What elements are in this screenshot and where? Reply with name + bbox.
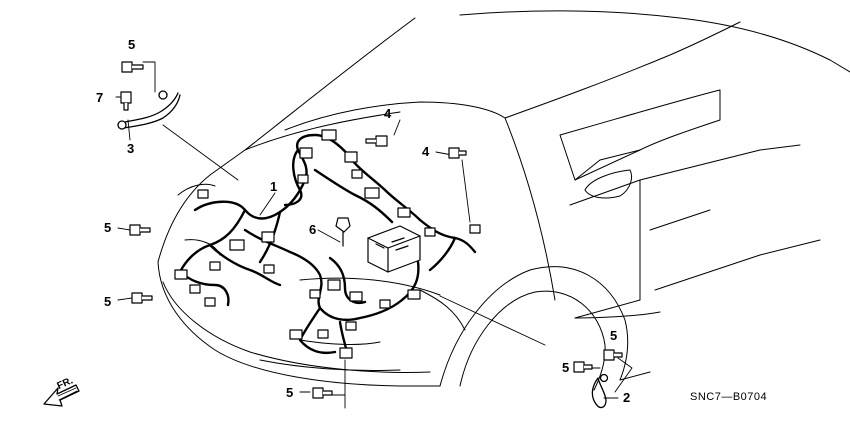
bolts xyxy=(120,61,623,399)
bolt-5-right-b xyxy=(573,361,593,373)
diagram-code: SNC7—B0704 xyxy=(690,391,768,403)
bolt-4-upper xyxy=(365,135,388,147)
bolt-5-left-upper xyxy=(129,224,151,236)
bolt-7 xyxy=(120,91,132,111)
bolt-5-right-a xyxy=(603,349,623,361)
callout-4-upper: 4 xyxy=(384,106,392,121)
ground-cable-2 xyxy=(591,373,609,409)
bolt-4-right xyxy=(448,147,467,159)
engine-wire-harness xyxy=(178,133,477,357)
callout-4-right: 4 xyxy=(422,144,430,159)
callout-5-right-top: 5 xyxy=(610,328,618,343)
bolt-5-top xyxy=(121,61,144,73)
callout-2: 2 xyxy=(623,390,631,405)
callout-3: 3 xyxy=(127,141,135,156)
callout-5-top: 5 xyxy=(128,37,136,52)
callout-1: 1 xyxy=(270,179,278,194)
bolt-5-bottom xyxy=(312,387,333,399)
callout-6: 6 xyxy=(309,222,317,237)
bolt-5-left-lower xyxy=(131,292,153,304)
front-direction-arrow xyxy=(43,384,80,407)
callout-5-right: 5 xyxy=(562,360,570,375)
callout-5-left-lower: 5 xyxy=(104,294,112,309)
callout-7: 7 xyxy=(96,90,104,105)
clip-6 xyxy=(335,217,351,247)
leader-lines xyxy=(115,61,633,409)
car-body-outline xyxy=(157,10,850,391)
callout-5-left-upper: 5 xyxy=(104,220,112,235)
fuse-box xyxy=(367,225,421,273)
callout-5-bottom: 5 xyxy=(286,385,294,400)
ground-cable-3 xyxy=(117,90,181,130)
harness-connectors xyxy=(174,129,481,359)
